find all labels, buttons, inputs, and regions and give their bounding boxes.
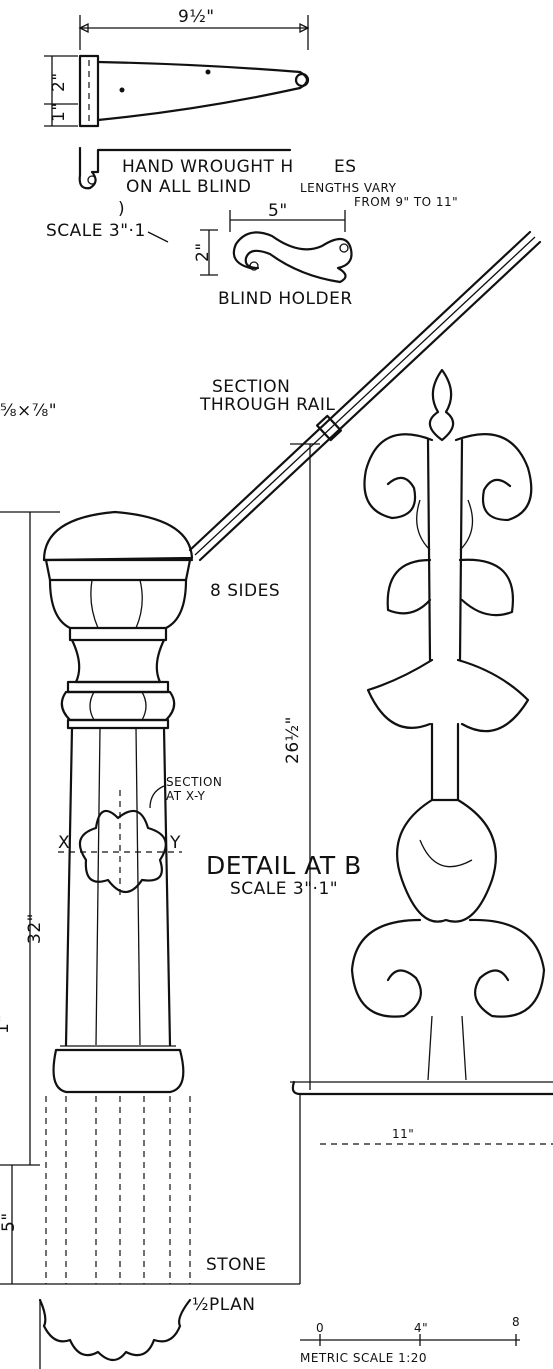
hinge-note-line3: FROM 9" TO 11" xyxy=(354,195,458,209)
half-plan-outline xyxy=(38,1298,192,1362)
blind-holder-height-dimension: 2" xyxy=(193,242,213,262)
blind-holder-width-dimension: 5" xyxy=(268,201,288,221)
rail-section-label-line1: SECTION xyxy=(212,377,290,397)
stone-label: STONE xyxy=(206,1255,267,1275)
newel-height-total: 32" xyxy=(25,913,45,944)
newel-section-label-line2: AT X-Y xyxy=(166,789,205,803)
stair-rail-drawing xyxy=(188,230,542,1090)
hinge-pintle xyxy=(78,146,292,190)
hinge-note-line1: HAND WROUGHT H xyxy=(122,157,294,177)
blind-holder-label: BLIND HOLDER xyxy=(218,289,353,309)
blind-holder-drawing xyxy=(147,210,353,284)
hinge-height-dimension-a: 2" xyxy=(49,72,69,92)
metric-scale-end: 8 xyxy=(512,1315,520,1329)
rail-section-label-line2: THROUGH RAIL xyxy=(199,395,335,415)
newel-sides-note: 8 SIDES xyxy=(210,581,280,601)
detail-title: DETAIL AT B xyxy=(206,851,362,880)
newel-section-label-line1: SECTION xyxy=(166,775,222,789)
metric-scale-start: 0 xyxy=(316,1321,324,1335)
hinge-width-dimension: 9½" xyxy=(178,7,215,27)
metric-scale-bar xyxy=(300,1334,520,1346)
section-mark-y: Y xyxy=(169,833,181,853)
blind-holder-scale: SCALE 3"·1 xyxy=(46,221,146,241)
newel-base-height: 5" xyxy=(0,1212,19,1232)
cast-baluster-drawing xyxy=(290,368,553,1284)
rail-dimension-fragment: ⅝×⅞" xyxy=(0,401,57,421)
baluster-bottom-dimension: 11" xyxy=(392,1127,414,1141)
hinge-note-line1-tail: ES xyxy=(334,157,357,177)
hinge-note-line2-tail: LENGTHS VARY xyxy=(300,181,397,195)
detail-scale: SCALE 3"·1" xyxy=(230,879,338,899)
newel-height-left: 1" xyxy=(0,1014,13,1034)
metric-scale-tick: 4" xyxy=(414,1321,428,1335)
metric-scale-label: METRIC SCALE 1:20 xyxy=(300,1351,427,1365)
section-mark-x: X xyxy=(58,833,70,853)
baluster-height-dimension: 26½" xyxy=(283,716,303,764)
hinge-strap xyxy=(96,60,309,122)
blind-holder-scale-mark: ) xyxy=(118,199,125,219)
hinge-plate xyxy=(78,54,100,128)
hinge-height-dimension-b: 1" xyxy=(49,102,69,122)
blind-holder-shape xyxy=(232,231,353,284)
hinge-drawing xyxy=(44,15,310,190)
hinge-note-line2: ON ALL BLIND xyxy=(126,177,251,197)
half-plan-label: ½PLAN xyxy=(192,1295,255,1315)
newel-post-drawing xyxy=(0,510,300,1369)
section-xy-shape xyxy=(78,809,167,894)
